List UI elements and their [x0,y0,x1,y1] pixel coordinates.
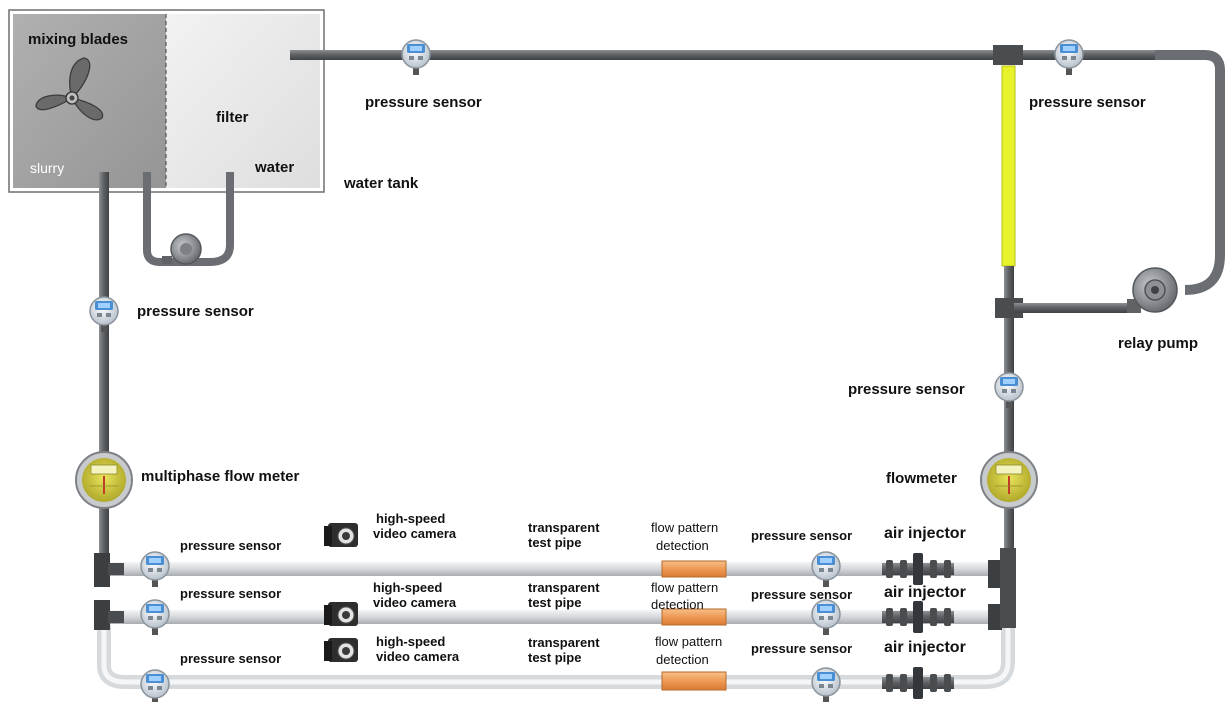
detection-section [661,560,727,578]
label-detect-line2: detection [656,652,709,667]
label-detect-line2: detection [651,597,704,612]
pressure-gauge-icon [140,669,170,706]
detection-section [661,608,727,626]
label-slurry: slurry [30,160,65,176]
detection-section [661,671,727,691]
relay-pump-icon [1127,267,1178,313]
label-pipe-line1: transparent [528,520,600,535]
label-detect-line2: detection [656,538,709,553]
pressure-gauge-icon [1054,39,1084,76]
label-camera-line1: high-speed [376,634,446,649]
label-air-injector: air injector [884,584,966,601]
camera-icon [323,601,359,627]
pressure-gauge-icon [811,667,841,704]
pressure-gauge-icon [89,296,119,333]
label-detect-line1: flow pattern [651,520,719,535]
label-filter: filter [216,109,249,126]
camera-icon [323,522,359,548]
label-pressure-sensor: pressure sensor [180,651,282,666]
air-injector-icon [882,553,954,585]
label-pressure-sensor: pressure sensor [365,94,482,111]
yellow-sight-section [1001,65,1016,267]
label-pressure-sensor: pressure sensor [180,538,282,553]
label-pressure-sensor: pressure sensor [751,641,853,656]
label-water: water [255,159,295,176]
label-pipe-line2: test pipe [528,535,582,550]
label-camera-line1: high-speed [376,511,446,526]
camera-icon [323,637,359,663]
label-camera-line2: video camera [373,526,457,541]
water-tank [8,9,325,193]
flow-meter-icon [75,451,133,509]
label-flowmeter: flowmeter [886,470,957,487]
label-mixing-blades: mixing blades [28,31,129,48]
propeller-icon [35,57,104,121]
pressure-gauge-icon [140,551,170,588]
label-pipe-line2: test pipe [528,595,582,610]
label-pipe-line2: test pipe [528,650,582,665]
label-pressure-sensor: pressure sensor [1029,94,1146,111]
flow-meter-icon [980,451,1038,509]
pressure-gauge-icon [140,599,170,636]
label-camera-line1: high-speed [373,580,443,595]
label-pressure-sensor: pressure sensor [751,528,853,543]
label-multiphase-flow-meter: multiphase flow meter [141,468,300,485]
label-relay-pump: relay pump [1118,335,1199,352]
pressure-gauge-icon [401,39,431,76]
air-injector-icon [882,667,954,699]
label-air-injector: air injector [884,525,966,542]
label-detect-line1: flow pattern [655,634,723,649]
air-injector-icon [882,601,954,633]
pressure-gauge-icon [994,372,1024,409]
label-camera-line2: video camera [376,649,460,664]
pump-icon [162,233,202,265]
label-pipe-line1: transparent [528,580,600,595]
label-detect-line1: flow pattern [651,580,719,595]
pipe-network [94,45,1225,689]
label-pressure-sensor: pressure sensor [751,587,853,602]
tee-fitting [993,45,1023,65]
pressure-gauge-icon [811,599,841,636]
label-pipe-line1: transparent [528,635,600,650]
label-water-tank: water tank [344,175,419,192]
label-pressure-sensor: pressure sensor [180,586,282,601]
pressure-gauge-icon [811,551,841,588]
label-pressure-sensor: pressure sensor [848,381,965,398]
label-camera-line2: video camera [373,595,457,610]
label-pressure-sensor: pressure sensor [137,303,254,320]
label-air-injector: air injector [884,639,966,656]
